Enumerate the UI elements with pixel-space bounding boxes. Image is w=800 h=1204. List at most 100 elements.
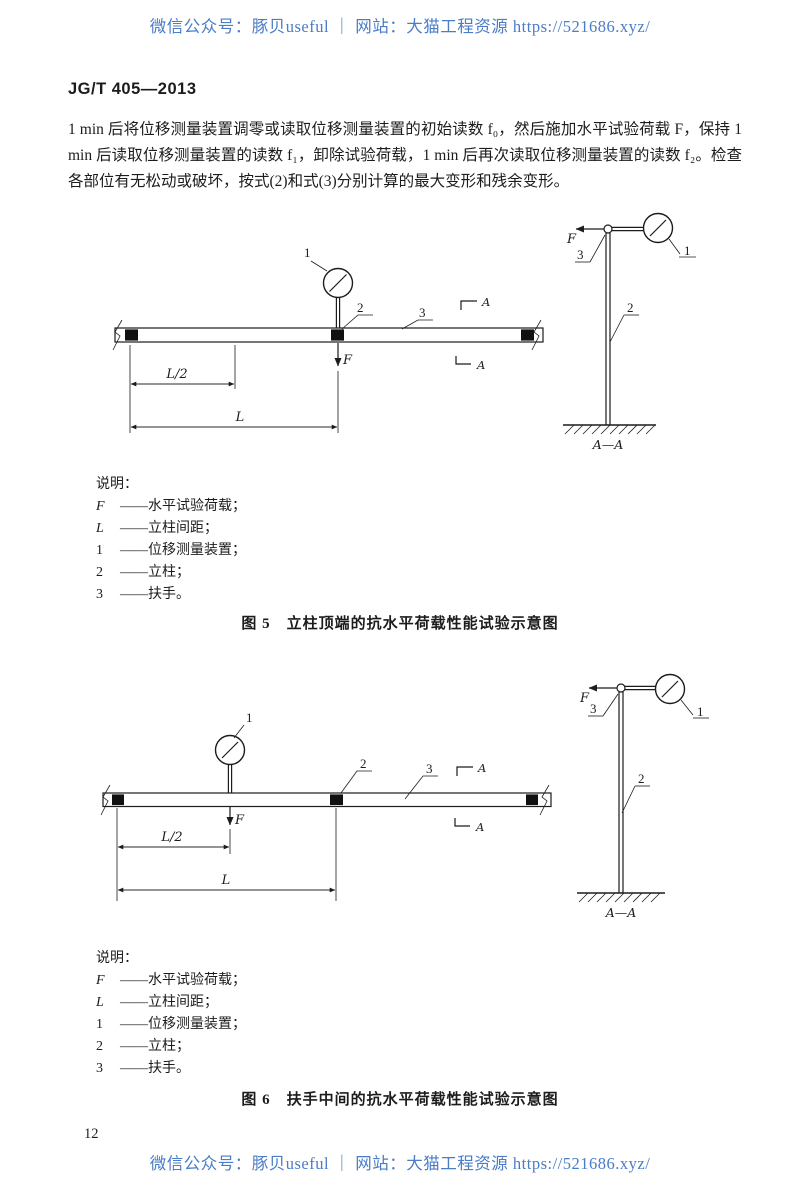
dimension-half-span: L/2: [130, 367, 235, 387]
section-letter-top: A: [477, 761, 486, 775]
legend-item-rail: 3——扶手。: [96, 1058, 246, 1080]
post-block-right: [521, 329, 534, 341]
legend-title: 说明：: [96, 951, 138, 966]
legend-desc: ——水平试验荷载；: [120, 973, 246, 988]
post-block-right: [526, 794, 538, 806]
legend-symbol: 2: [96, 565, 103, 580]
ground-hatch: [563, 424, 656, 435]
label-gauge: 1: [246, 710, 253, 725]
figure5-section-view: F 1 3 2: [563, 212, 696, 452]
leader-rail: [404, 775, 438, 800]
legend-title: 说明：: [96, 477, 138, 492]
figure5-plan-view: 1 2 3 A A F L/2: [112, 245, 544, 433]
legend-symbol: L: [96, 995, 104, 1010]
leader-post: [341, 314, 373, 330]
svg-text:L: L: [235, 410, 245, 425]
legend-item-gauge: 1 ——位移测量装置；: [96, 1014, 246, 1036]
legend-item-span: L ——立柱间距；: [96, 518, 246, 540]
legend-symbol: F: [96, 973, 105, 988]
legend-item-post: 2 ——立柱；: [96, 562, 246, 584]
legend-desc: ——扶手。: [120, 1061, 190, 1076]
label-post: 2: [627, 300, 634, 315]
section-letter-bottom: A: [475, 820, 484, 834]
label-rail: 3: [419, 305, 426, 320]
legend-symbol: L: [96, 521, 104, 536]
legend-desc: ——立柱间距；: [120, 521, 218, 536]
legend-desc: ——立柱；: [120, 565, 190, 580]
leader-post: [609, 314, 625, 343]
legend-symbol: 1: [96, 543, 103, 558]
legend-desc: ——扶手。: [120, 587, 190, 602]
post-block-left: [112, 794, 124, 806]
svg-text:L/2: L/2: [160, 830, 182, 845]
legend-desc: ——位移测量装置；: [120, 543, 246, 558]
post-lines: [618, 692, 624, 893]
section-view-label: A—A: [592, 437, 624, 452]
leader-post: [340, 770, 372, 794]
dial-gauge-icon: [612, 212, 674, 244]
figure6-plan-view: 1 2 3 A A F L/2: [100, 710, 552, 901]
legend-symbol: 2: [96, 1039, 103, 1054]
page-number: 12: [84, 1126, 99, 1142]
label-post: 2: [357, 300, 364, 315]
leader-rail: [602, 693, 619, 717]
legend-symbol: 3: [96, 587, 103, 602]
label-gauge: 1: [304, 245, 311, 260]
watermark-footer: 微信公众号：豚贝useful ｜ 网站：大猫工程资源 https://52168…: [149, 1154, 651, 1173]
legend-desc: ——位移测量装置；: [120, 1017, 246, 1032]
figure6-section-view: F 1 3 2: [577, 673, 709, 920]
break-mark-left: [112, 319, 123, 351]
label-gauge: 1: [684, 243, 691, 258]
leader-gauge: [310, 260, 328, 272]
section-mark-top: [456, 766, 473, 776]
legend-item-rail: 3 ——扶手。: [96, 584, 246, 606]
post-block-middle: [331, 329, 344, 341]
section-mark-top: [460, 300, 477, 310]
leader-post: [621, 785, 636, 814]
dimension-span: L: [117, 873, 336, 893]
section-letter-bottom: A: [476, 358, 485, 372]
figure6-diagram: 1 2 3 A A F L/2: [100, 673, 709, 920]
post-block-left: [125, 329, 138, 341]
standard-number: JG/T 405—2013: [68, 80, 197, 98]
legend-symbol: F: [96, 499, 105, 514]
legend-item-span: L ——立柱间距；: [96, 992, 246, 1014]
leader-gauge: [668, 238, 681, 255]
legend-item-force: F ——水平试验荷载；: [96, 496, 246, 518]
label-gauge: 1: [697, 704, 704, 719]
section-mark-bottom: [455, 356, 471, 365]
figure5-legend: 说明： F ——水平试验荷载； L ——立柱间距； 1 ——位移测量装置； 2 ——立柱…: [96, 474, 246, 606]
dimension-half-span: L/2: [117, 830, 230, 850]
break-mark-right: [531, 319, 542, 351]
figure5-caption: 图 5 立柱顶端的抗水平荷载性能试验示意图: [241, 616, 559, 632]
dial-gauge-icon: [322, 267, 354, 328]
ground-hatch: [577, 892, 665, 903]
handrail-section-circle: [616, 683, 626, 693]
legend-desc: ——立柱间距；: [120, 995, 218, 1010]
handrail-bar: [102, 792, 552, 808]
label-rail: 3: [426, 761, 433, 776]
post-lines: [605, 233, 611, 425]
watermark-header: 微信公众号：豚贝useful ｜ 网站：大猫工程资源 https://52168…: [149, 17, 651, 36]
handrail-section-circle: [603, 224, 613, 234]
leader-gauge: [233, 724, 245, 739]
legend-symbol: 1: [96, 1017, 103, 1032]
leader-rail: [401, 319, 433, 330]
dial-gauge-icon: [625, 673, 686, 705]
force-label: F: [342, 353, 353, 368]
label-post: 2: [360, 756, 367, 771]
section-mark-bottom: [454, 818, 470, 827]
figure6-legend: 说明： F ——水平试验荷载； L ——立柱间距； 1 ——位移测量装置； 2 ——立柱…: [96, 948, 246, 1080]
legend-desc: ——水平试验荷载；: [120, 499, 246, 514]
dial-gauge-icon: [214, 734, 246, 793]
break-mark-left: [100, 784, 111, 816]
legend-item-gauge: 1 ——位移测量装置；: [96, 540, 246, 562]
legend-item-force: F ——水平试验荷载；: [96, 970, 246, 992]
post-block-middle: [330, 794, 343, 806]
section-view-label: A—A: [605, 905, 637, 920]
break-mark-right: [539, 784, 550, 816]
dimension-span: L: [130, 410, 338, 430]
svg-text:L: L: [221, 873, 231, 888]
leader-gauge: [680, 699, 694, 716]
